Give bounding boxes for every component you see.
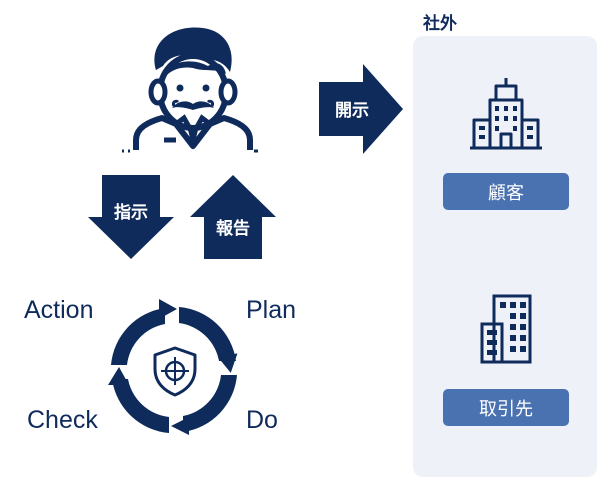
customer-button[interactable]: 顧客	[443, 173, 569, 210]
instruct-arrow	[88, 175, 174, 259]
apartment-building-icon	[480, 294, 532, 364]
report-arrow	[190, 175, 276, 259]
instruct-label: 指示	[114, 203, 148, 223]
pdca-check-label: Check	[27, 406, 98, 434]
disclose-arrow	[319, 64, 403, 154]
pdca-cycle	[108, 299, 238, 435]
pdca-action-label: Action	[24, 296, 94, 324]
report-label: 報告	[216, 219, 250, 239]
manager-icon	[122, 27, 258, 153]
office-building-icon	[470, 78, 542, 150]
pdca-plan-label: Plan	[246, 296, 297, 324]
disclose-label: 開示	[335, 101, 369, 121]
pdca-do-label: Do	[246, 406, 278, 434]
external-title: 社外	[423, 14, 457, 34]
shield-icon	[153, 346, 197, 397]
supplier-button[interactable]: 取引先	[443, 389, 569, 426]
